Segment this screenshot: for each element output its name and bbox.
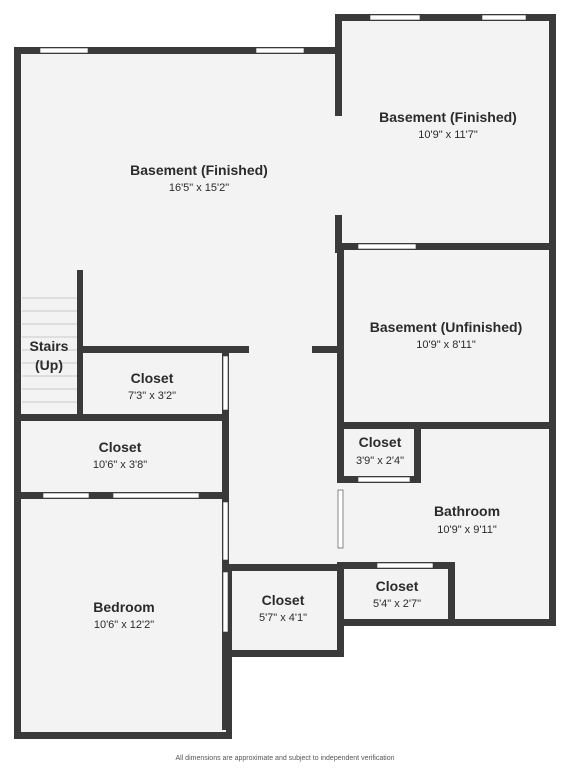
room-dims-closet-right: 5'4" x 2'7" (373, 598, 421, 610)
door-opening (222, 571, 229, 633)
wall-stairs-cap (80, 346, 249, 353)
room-name-bathroom: Bathroom (434, 503, 500, 519)
wall-stairs-right (77, 270, 83, 418)
window (39, 47, 89, 54)
door-opening (337, 489, 344, 549)
door-opening (42, 492, 90, 499)
room-labels: Basement (Finished) 16'5" x 15'2" Baseme… (30, 109, 523, 631)
floor-fills (18, 17, 552, 735)
room-name-basement-finished-main: Basement (Finished) (130, 162, 268, 178)
wall-left (14, 47, 21, 739)
door-opening (222, 501, 229, 561)
room-name-closet-middle: Closet (262, 592, 305, 608)
room-name-closet-right: Closet (376, 578, 419, 594)
room-dims-bedroom: 10'6" x 12'2" (94, 619, 154, 631)
room-name-basement-unfinished: Basement (Unfinished) (370, 319, 522, 335)
floor-hallway (225, 348, 340, 568)
floor-basement-unfinished (340, 247, 552, 425)
door-opening (376, 562, 434, 569)
room-dims-closet-small: 3'9" x 2'4" (356, 455, 404, 467)
room-name-basement-finished-right: Basement (Finished) (379, 109, 517, 125)
wall-closet-middle-right (337, 564, 344, 656)
door-opening (222, 355, 229, 411)
wall-partition-lower (335, 215, 342, 253)
door-opening (112, 492, 200, 499)
wall-closet-small-right (414, 425, 421, 482)
wall-top-right (335, 14, 556, 21)
wall-right (549, 14, 556, 626)
door-opening (357, 476, 411, 483)
wall-finished-unfinished (335, 243, 556, 250)
room-dims-closet-middle: 5'7" x 4'1" (259, 612, 307, 624)
room-dims-bathroom: 10'9" x 9'11" (437, 524, 497, 536)
stair-treads (22, 297, 78, 403)
floor-closet-middle (226, 568, 341, 654)
wall-closet-middle-bottom (226, 650, 344, 657)
room-name-closet-upper: Closet (131, 370, 174, 386)
floor-stairs (18, 270, 80, 416)
floor-closet-wide (18, 418, 226, 495)
room-name-closet-small: Closet (359, 434, 402, 450)
wall-closet-middle-top (222, 564, 344, 571)
floor-closet-upper (80, 350, 225, 416)
window (481, 14, 527, 21)
room-dims-basement-unfinished: 10'9" x 8'11" (416, 339, 476, 351)
wall-unfinished-left (337, 247, 344, 480)
wall-closet-middle-left (226, 564, 232, 739)
floor-bedroom (18, 495, 226, 735)
room-dims-basement-finished-main: 16'5" x 15'2" (169, 182, 229, 194)
stairs-label-line2: (Up) (35, 357, 63, 373)
wall-closet-right-side (448, 562, 455, 624)
room-name-bedroom: Bedroom (93, 599, 154, 615)
room-dims-closet-upper: 7'3" x 3'2" (128, 390, 176, 402)
floor-basement-finished-right (338, 17, 552, 247)
openings (39, 14, 527, 633)
wall-unfinished-bottom (337, 422, 556, 429)
wall-bottom-left (14, 732, 230, 739)
room-dims-closet-wide: 10'6" x 3'8" (93, 459, 147, 471)
wall-partition-upper (335, 14, 342, 116)
door-opening (357, 243, 417, 250)
room-dims-basement-finished-right: 10'9" x 11'7" (418, 129, 478, 141)
floor-closet-right (340, 565, 452, 623)
room-name-closet-wide: Closet (99, 439, 142, 455)
wall-stub (312, 346, 340, 353)
stairs-label-line1: Stairs (30, 338, 69, 354)
window (255, 47, 305, 54)
window (369, 14, 421, 21)
wall-closet-upper-bottom (14, 414, 229, 421)
disclaimer-text: All dimensions are approximate and subje… (175, 755, 395, 762)
wall-top-left (14, 47, 341, 54)
